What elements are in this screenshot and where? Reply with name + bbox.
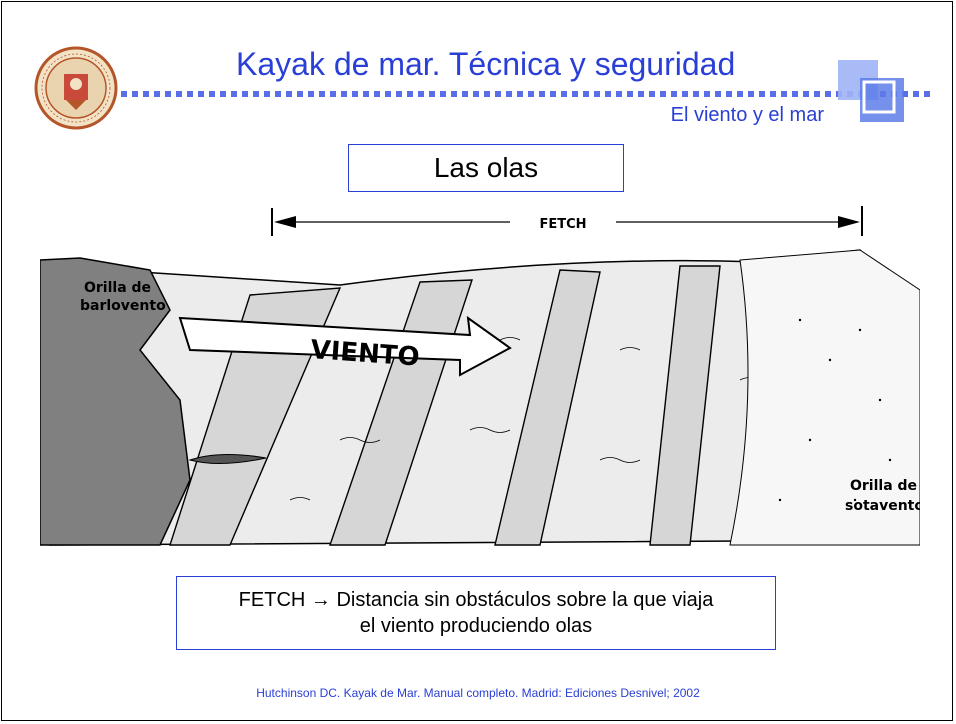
definition-box: FETCH → Distancia sin obstáculos sobre l… [176,576,776,650]
citation: Hutchinson DC. Kayak de Mar. Manual comp… [256,686,700,700]
definition-line2: el viento produciendo olas [359,615,593,637]
leeward-surf [729,249,920,546]
fetch-label: FETCH [539,217,586,232]
windward-shore [40,257,191,546]
university-seal-icon [34,46,118,130]
leeward-label-line1: Orilla de [850,478,917,494]
windward-label-line1: Orilla de [84,280,151,296]
definition-line1: FETCH → Distancia sin obstáculos sobre l… [238,589,714,611]
section-title-box: Las olas [348,144,624,192]
overlapping-squares-logo-icon [838,60,904,122]
slide-subtitle: El viento y el mar [670,104,824,126]
kayak-icon [188,453,267,465]
wave-band [649,265,721,546]
section-title: Las olas [433,152,539,183]
wind-arrow [178,315,512,377]
windward-label-line2: barlovento [80,298,166,314]
wave-band [494,269,601,546]
fetch-illustration: FETCH VIENTO Orilla de barlovento Orilla… [40,206,920,546]
slide-title: Kayak de mar. Técnica y seguridad [236,46,736,82]
leeward-label-line2: sotavento [845,498,920,514]
dotted-rule [110,91,930,97]
fetch-arrow: FETCH [271,206,863,236]
